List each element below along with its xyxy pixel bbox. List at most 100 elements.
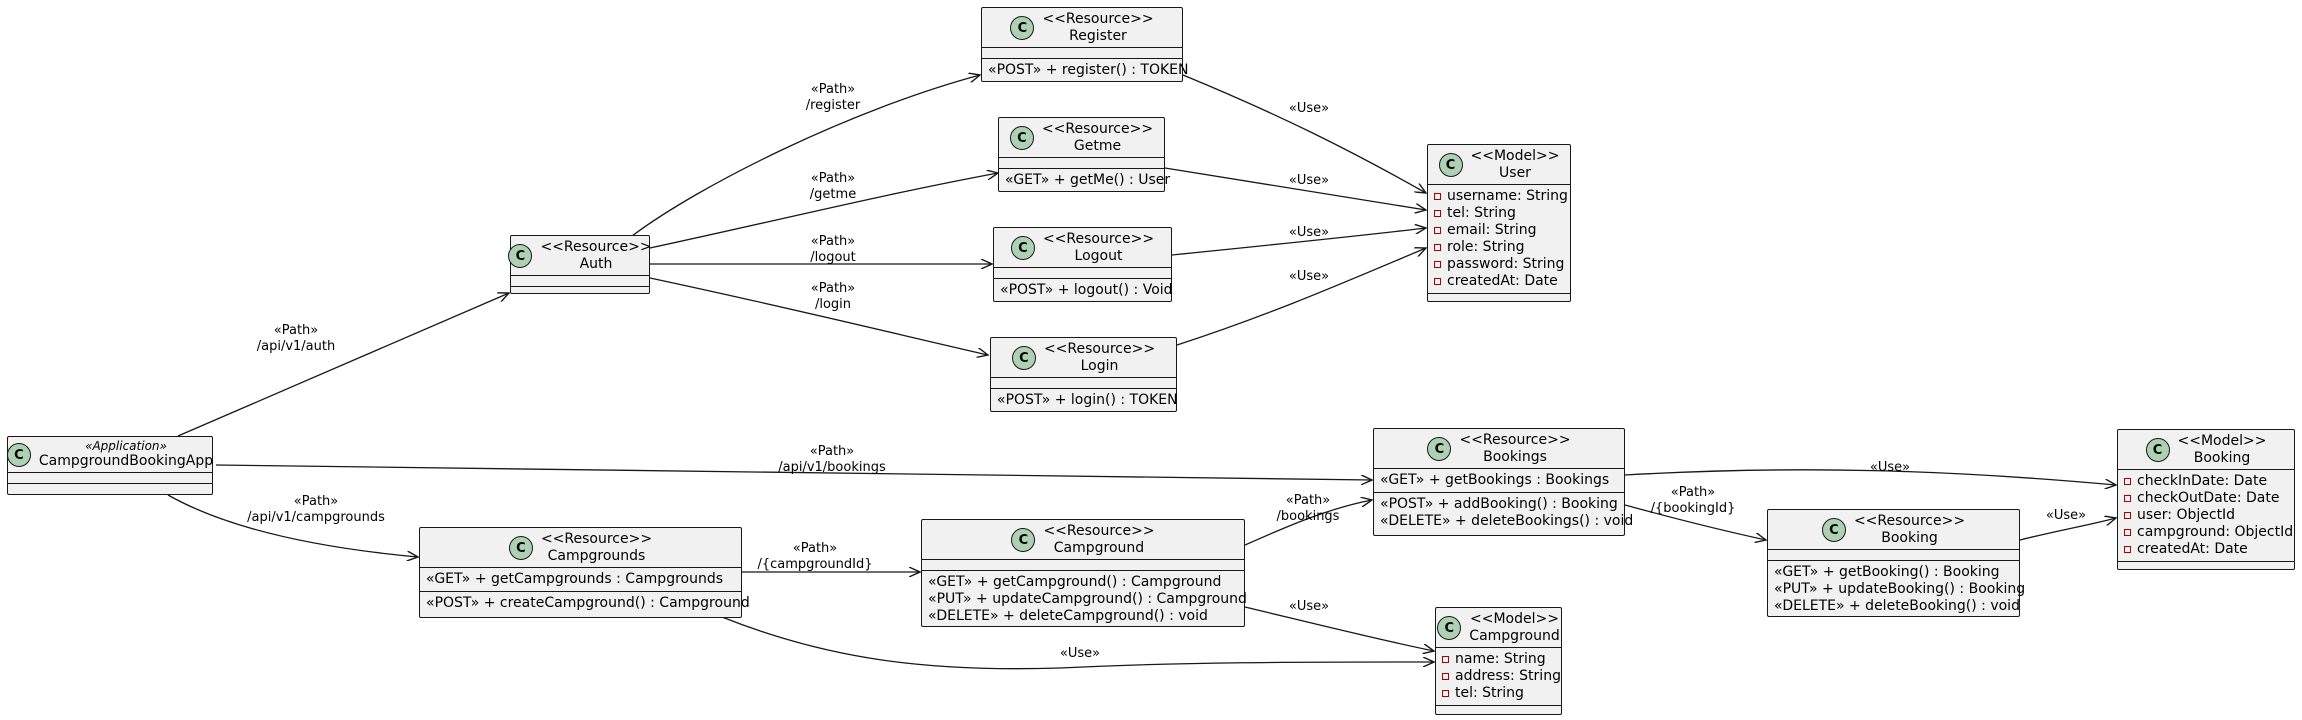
label-logout-user: «Use» xyxy=(1289,225,1329,240)
class-campground-model[interactable]: C <<Model>> Campground name: String addr… xyxy=(1435,607,1562,715)
method-row: «GET» + getCampground() : Campground xyxy=(928,574,1222,590)
class-bookings[interactable]: C <<Resource>> Bookings «GET» + getBooki… xyxy=(1373,428,1634,536)
node-name: User xyxy=(1499,165,1531,181)
method-row: «POST» + login() : TOKEN xyxy=(997,392,1178,408)
label-campgroundres-bookings: «Path» xyxy=(1286,493,1330,508)
node-stereotype: <<Resource>> xyxy=(1042,11,1154,27)
class-icon: C xyxy=(6,443,31,467)
attributes-section xyxy=(991,377,1176,388)
edge-bookings-bookingres xyxy=(1624,504,1766,540)
label-app-bookings: «Path» xyxy=(810,444,854,459)
fields-section: «GET» + getBookings : Bookings xyxy=(1374,468,1624,492)
node-name: Campground xyxy=(1053,540,1145,556)
field-row: checkOutDate: Date xyxy=(2124,490,2288,507)
field-row: tel: String xyxy=(1434,205,1564,222)
class-register[interactable]: C <<Resource>> Register «POST» + registe… xyxy=(981,7,1189,82)
class-campground-resource[interactable]: C <<Resource>> Campground «GET» + getCam… xyxy=(921,519,1247,627)
method-row: «DELETE» + deleteBookings() : void xyxy=(1380,513,1634,529)
class-logout[interactable]: C <<Resource>> Logout «POST» + logout() … xyxy=(993,227,1173,302)
methods-section: «POST» + login() : TOKEN xyxy=(991,388,1178,412)
label-auth-getme: /getme xyxy=(810,187,856,202)
edge-campgroundres-bookings xyxy=(1244,500,1372,546)
methods-section: «POST» + createCampground() : Campground xyxy=(420,591,750,615)
attributes-section xyxy=(994,267,1171,278)
private-marker-icon xyxy=(1434,210,1441,217)
class-icon: C xyxy=(1437,616,1462,640)
fields-section: username: String tel: String email: Stri… xyxy=(1428,184,1570,293)
node-name: Bookings xyxy=(1483,449,1547,465)
node-stereotype: «Application» xyxy=(85,439,167,453)
fields-section: checkInDate: Date checkOutDate: Date use… xyxy=(2118,469,2294,561)
methods-section: «POST» + register() : TOKEN xyxy=(982,58,1189,82)
field-row: createdAt: Date xyxy=(2124,541,2288,558)
class-login[interactable]: C <<Resource>> Login «POST» + login() : … xyxy=(990,337,1178,412)
methods-section: «POST» + logout() : Void xyxy=(994,278,1173,302)
private-marker-icon xyxy=(1442,656,1449,663)
label-auth-logout: «Path» xyxy=(811,234,855,249)
methods-section: «POST» + addBooking() : Booking «DELETE»… xyxy=(1374,492,1634,533)
method-row: «PUT» + updateBooking() : Booking xyxy=(1774,581,2026,597)
label-bookingres-bookingmodel: «Use» xyxy=(2046,508,2086,523)
label-auth-getme: «Path» xyxy=(811,171,855,186)
node-stereotype: <<Resource>> xyxy=(540,239,652,255)
class-icon: C xyxy=(2145,438,2170,462)
class-booking-model[interactable]: C <<Model>> Booking checkInDate: Date ch… xyxy=(2117,429,2295,570)
private-marker-icon xyxy=(1442,690,1449,697)
method-row: «GET» + getBooking() : Booking xyxy=(1774,564,2000,580)
node-stereotype: <<Resource>> xyxy=(1043,341,1156,357)
private-marker-icon xyxy=(2124,546,2131,553)
class-icon: C xyxy=(508,536,533,560)
label-bookings-bookingres: «Path» xyxy=(1671,485,1715,500)
class-icon: C xyxy=(1009,126,1034,150)
attributes-section xyxy=(999,157,1164,168)
method-row: «GET» + getCampgrounds : Campgrounds xyxy=(426,571,724,587)
methods-section xyxy=(511,286,649,297)
edge-bookings-bookingmodel xyxy=(1624,469,2116,485)
node-stereotype: <<Model>> xyxy=(2177,433,2267,449)
method-row: «POST» + addBooking() : Booking xyxy=(1380,496,1618,512)
method-row: «PUT» + updateCampground() : Campground xyxy=(928,591,1247,607)
label-register-user: «Use» xyxy=(1289,101,1329,116)
edge-app-auth xyxy=(177,293,509,437)
methods-section xyxy=(1436,705,1561,716)
field-row: username: String xyxy=(1434,188,1568,205)
field-row: role: String xyxy=(1434,239,1564,256)
node-name: Booking xyxy=(2193,450,2251,466)
node-name: Getme xyxy=(1073,138,1122,154)
private-marker-icon xyxy=(1442,673,1449,680)
private-marker-icon xyxy=(1434,227,1441,234)
label-auth-register: /register xyxy=(806,98,861,113)
class-campgrounds[interactable]: C <<Resource>> Campgrounds «GET» + getCa… xyxy=(419,527,750,618)
field-row: name: String xyxy=(1442,651,1555,668)
class-getme[interactable]: C <<Resource>> Getme «GET» + getMe() : U… xyxy=(998,117,1170,192)
methods-section xyxy=(8,483,212,494)
field-row: password: String xyxy=(1434,256,1564,273)
edge-auth-getme xyxy=(649,173,998,249)
edge-app-bookings xyxy=(215,464,1372,480)
node-name: Auth xyxy=(579,256,613,272)
label-auth-login: «Path» xyxy=(811,281,855,296)
label-getme-user: «Use» xyxy=(1289,173,1329,188)
class-user-model[interactable]: C <<Model>> User username: String tel: S… xyxy=(1427,144,1571,302)
field-row: checkInDate: Date xyxy=(2124,473,2288,490)
field-row: createdAt: Date xyxy=(1434,273,1564,290)
attributes-section xyxy=(982,47,1182,58)
label-campgroundres-campgroundmodel: «Use» xyxy=(1289,599,1329,614)
private-marker-icon xyxy=(2124,512,2131,519)
label-campgrounds-campgroundres: /{campgroundId} xyxy=(757,557,872,572)
node-name: Login xyxy=(1080,358,1119,374)
method-row: «DELETE» + deleteCampground() : void xyxy=(928,608,1208,624)
class-icon: C xyxy=(1011,528,1036,552)
node-stereotype: <<Resource>> xyxy=(1853,513,1966,529)
class-icon: C xyxy=(1011,346,1036,370)
class-auth[interactable]: C <<Resource>> Auth xyxy=(508,235,652,297)
edge-auth-login xyxy=(649,277,988,355)
label-login-user: «Use» xyxy=(1289,269,1329,284)
edge-logout-user xyxy=(1171,228,1426,256)
class-booking-resource[interactable]: C <<Resource>> Booking «GET» + getBookin… xyxy=(1767,509,2026,617)
class-campground-booking-app[interactable]: C «Application» CampgroundBookingApp xyxy=(6,436,213,495)
edge-login-user xyxy=(1176,248,1426,346)
attributes-section xyxy=(8,472,212,483)
label-auth-register: «Path» xyxy=(811,82,855,97)
private-marker-icon xyxy=(1434,193,1441,200)
